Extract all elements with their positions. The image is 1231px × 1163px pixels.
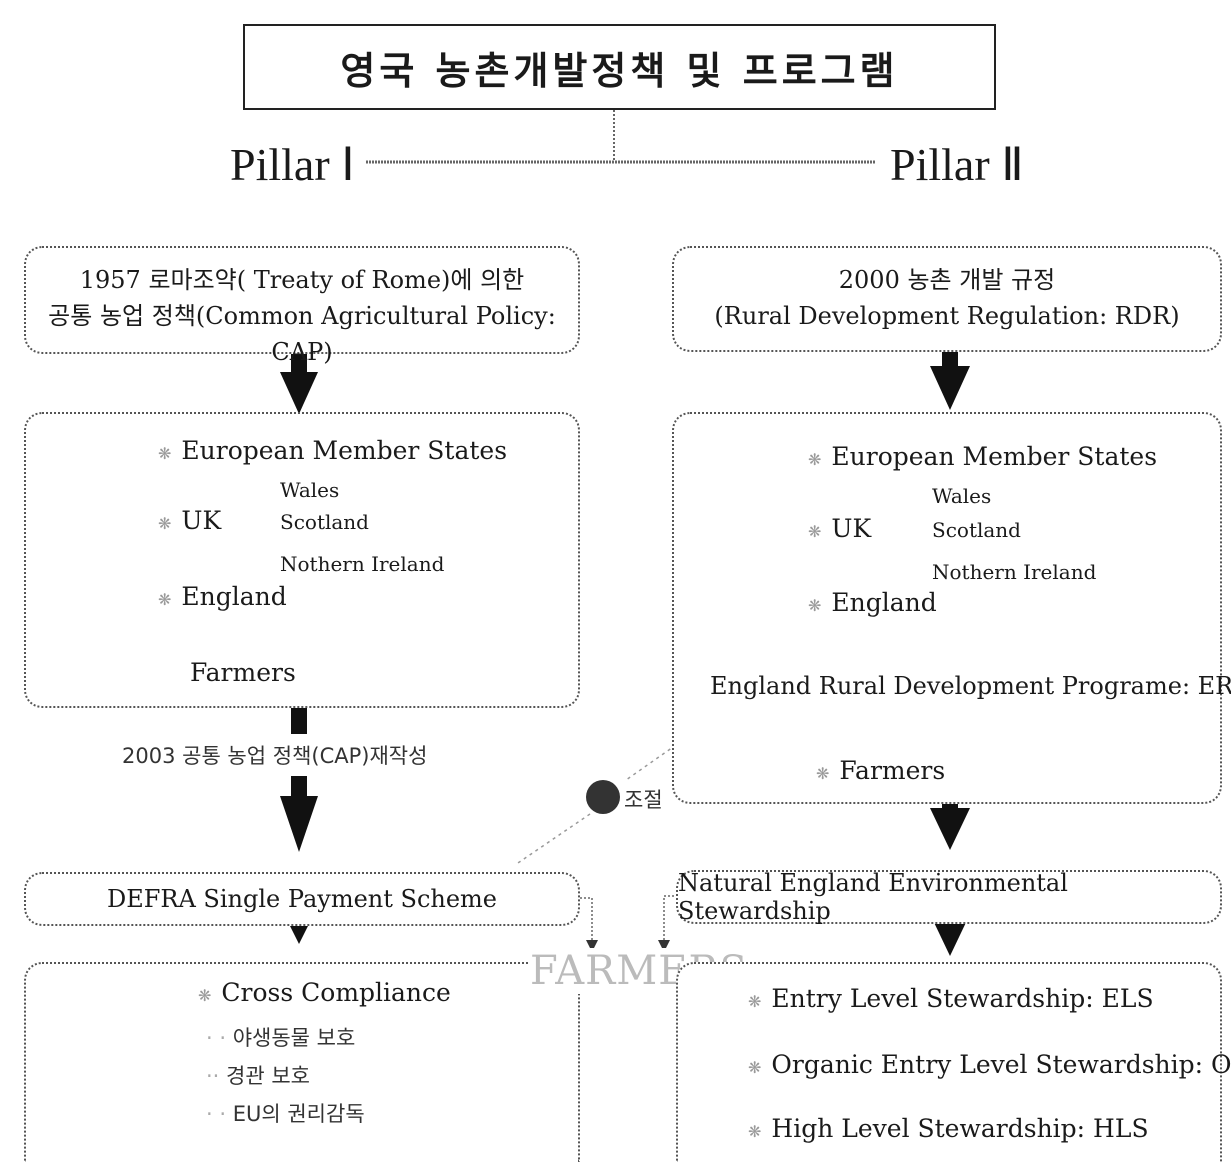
defra-box: DEFRA Single Payment Scheme (24, 872, 580, 926)
natural-england-box: Natural England Environmental Stewardshi… (676, 869, 1222, 925)
bullet-icon: ❋ (808, 596, 822, 615)
stewardship-box (676, 962, 1222, 1162)
pillar-two-label: Pillar Ⅱ (890, 139, 1024, 190)
right-farmers-item: ❋Farmers (816, 756, 946, 785)
defra-label: DEFRA Single Payment Scheme (106, 885, 498, 913)
right-england-item: ❋England (808, 588, 937, 617)
bullet-icon: ❋ (158, 590, 172, 609)
bullet-icon: ❋ (808, 450, 822, 469)
cc-item-1: · · 야생동물 보호 (206, 1026, 356, 1050)
bullet-icon: ❋ (808, 522, 822, 541)
bullet-icon: ❋ (748, 1058, 762, 1077)
adjust-circle-icon (586, 780, 620, 814)
cross-compliance-box (24, 962, 580, 1162)
cap-box: 1957 로마조약( Treaty of Rome)에 의한 공통 농업 정책(… (24, 246, 580, 366)
cross-compliance-heading: ❋Cross Compliance (198, 978, 451, 1007)
bullet-icon: ❋ (748, 1122, 762, 1141)
right-hierarchy-box (672, 412, 1222, 804)
natural-england-label: Natural England Environmental Stewardshi… (678, 869, 1068, 925)
pillar-one-label: Pillar Ⅰ (230, 139, 355, 190)
cap-line-1: 1957 로마조약( Treaty of Rome)에 의한 (79, 266, 525, 294)
hls-item: ❋High Level Stewardship: HLS (748, 1114, 1149, 1143)
rdr-line-2: (Rural Development Regulation: RDR) (714, 302, 1180, 330)
right-wales: Wales (932, 484, 992, 508)
cc-item-3: · · EU의 권리감독 (206, 1102, 365, 1126)
erdp-label: England Rural Development Programe: ERDP (710, 672, 1231, 700)
rdr-line-1: 2000 농촌 개발 규정 (838, 266, 1056, 294)
bullet-icon: ❋ (198, 986, 212, 1005)
bullet-icon: ❋ (748, 992, 762, 1011)
bullet-icon: ❋ (816, 764, 830, 783)
right-eu-item: ❋European Member States (808, 442, 1158, 471)
cap-reform-label: 2003 공통 농업 정책(CAP)재작성 (122, 744, 428, 768)
bullet-icon: ❋ (158, 444, 172, 463)
left-scotland: Scotland (280, 510, 369, 534)
page-title: 영국 농촌개발정책 및 프로그램 (340, 48, 899, 93)
rdr-box: 2000 농촌 개발 규정 (Rural Development Regulat… (672, 246, 1222, 352)
cc-item-2: ·· 경관 보호 (206, 1064, 311, 1088)
bullet-icon: ❋ (158, 514, 172, 533)
right-uk-item: ❋UK (808, 514, 872, 543)
adjust-label: 조절 (624, 788, 663, 812)
left-eu-item: ❋European Member States (158, 436, 508, 465)
left-wales: Wales (280, 478, 340, 502)
left-uk-item: ❋UK (158, 506, 222, 535)
left-england-item: ❋England (158, 582, 287, 611)
right-scotland: Scotland (932, 518, 1021, 542)
cap-line-2: 공통 농업 정책(Common Agricultural Policy: CAP… (48, 302, 556, 366)
left-nothern-ireland: Nothern Ireland (280, 552, 445, 576)
oels-item: ❋Organic Entry Level Stewardship: OELS (748, 1050, 1231, 1079)
title-box: 영국 농촌개발정책 및 프로그램 (243, 24, 996, 110)
els-item: ❋Entry Level Stewardship: ELS (748, 984, 1154, 1013)
right-nothern-ireland: Nothern Ireland (932, 560, 1097, 584)
left-hierarchy-box (24, 412, 580, 708)
left-farmers-item: Farmers (190, 658, 296, 687)
